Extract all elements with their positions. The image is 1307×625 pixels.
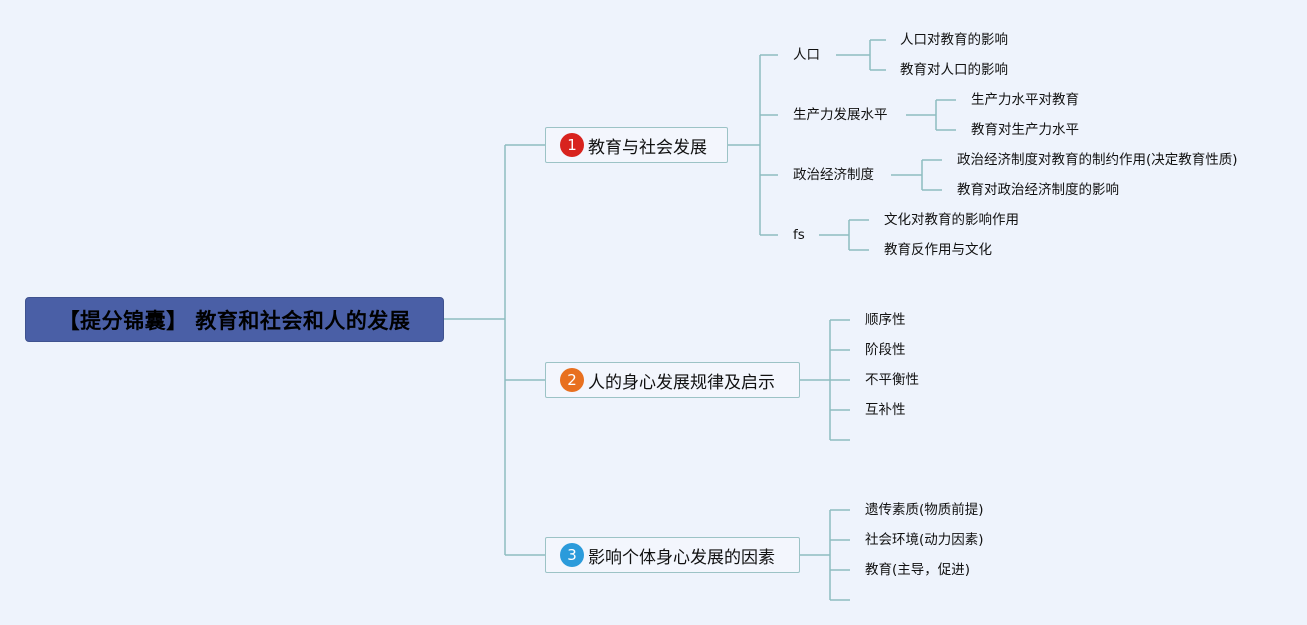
leaf-item[interactable]: 政治经济制度对教育的制约作用(决定教育性质) [957,152,1238,168]
leaf-item[interactable]: 社会环境(动力因素) [865,532,984,548]
number-badge-3: 3 [560,543,584,567]
branch-influencing-factors[interactable]: 3 影响个体身心发展的因素 [545,537,800,573]
number-badge-1: 1 [560,133,584,157]
leaf-item[interactable]: 阶段性 [865,342,906,358]
leaf-item[interactable]: 教育对政治经济制度的影响 [957,182,1119,198]
subtopic-productivity[interactable]: 生产力发展水平 [793,107,888,123]
branch-label: 人的身心发展规律及启示 [588,372,775,393]
leaf-item[interactable]: 文化对教育的影响作用 [884,212,1019,228]
root-title: 【提分锦囊】 教育和社会和人的发展 [58,308,411,333]
branch-label: 影响个体身心发展的因素 [588,547,775,568]
branch-label: 教育与社会发展 [588,137,707,158]
subtopic-political-economy[interactable]: 政治经济制度 [793,167,874,183]
subtopic-fs[interactable]: fs [793,227,805,243]
leaf-item[interactable]: 生产力水平对教育 [971,92,1079,108]
leaf-item[interactable]: 人口对教育的影响 [900,32,1008,48]
leaf-item[interactable]: 不平衡性 [865,372,919,388]
root-topic[interactable]: 【提分锦囊】 教育和社会和人的发展 [25,297,444,342]
leaf-item[interactable]: 顺序性 [865,312,906,328]
subtopic-population[interactable]: 人口 [793,47,820,63]
branch-education-society[interactable]: 1 教育与社会发展 [545,127,728,163]
branch-development-laws[interactable]: 2 人的身心发展规律及启示 [545,362,800,398]
leaf-item[interactable]: 教育(主导，促进) [865,562,971,578]
leaf-item[interactable]: 教育反作用与文化 [884,242,992,258]
leaf-item[interactable]: 教育对人口的影响 [900,62,1008,78]
leaf-item[interactable]: 遗传素质(物质前提) [865,502,984,518]
leaf-item[interactable]: 教育对生产力水平 [971,122,1079,138]
number-badge-2: 2 [560,368,584,392]
leaf-item[interactable]: 互补性 [865,402,906,418]
